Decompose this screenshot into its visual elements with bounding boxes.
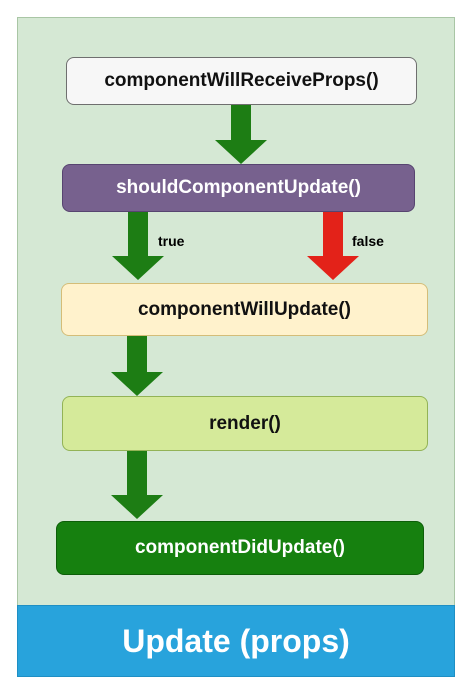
node-label: componentWillReceiveProps()	[104, 70, 379, 91]
node-component-will-update: componentWillUpdate()	[61, 283, 428, 336]
edge-label-false: false	[352, 233, 384, 249]
node-should-component-update: shouldComponentUpdate()	[62, 164, 415, 212]
node-render: render()	[62, 396, 428, 451]
node-label: render()	[209, 412, 281, 434]
node-component-will-receive-props: componentWillReceiveProps()	[66, 57, 417, 105]
arrow-down-icon	[111, 451, 163, 519]
arrow-down-icon	[111, 336, 163, 396]
arrow-down-icon	[215, 105, 267, 164]
node-label: componentDidUpdate()	[134, 537, 346, 558]
node-component-did-update: componentDidUpdate()	[56, 521, 424, 575]
node-label: componentWillUpdate()	[137, 298, 352, 320]
node-label: shouldComponentUpdate()	[116, 177, 361, 198]
footer-title-banner: Update (props)	[17, 605, 455, 677]
arrow-down-true-icon	[112, 212, 164, 280]
footer-title: Update (props)	[122, 622, 350, 659]
arrow-down-false-icon	[307, 212, 359, 280]
edge-label-true: true	[158, 233, 185, 249]
